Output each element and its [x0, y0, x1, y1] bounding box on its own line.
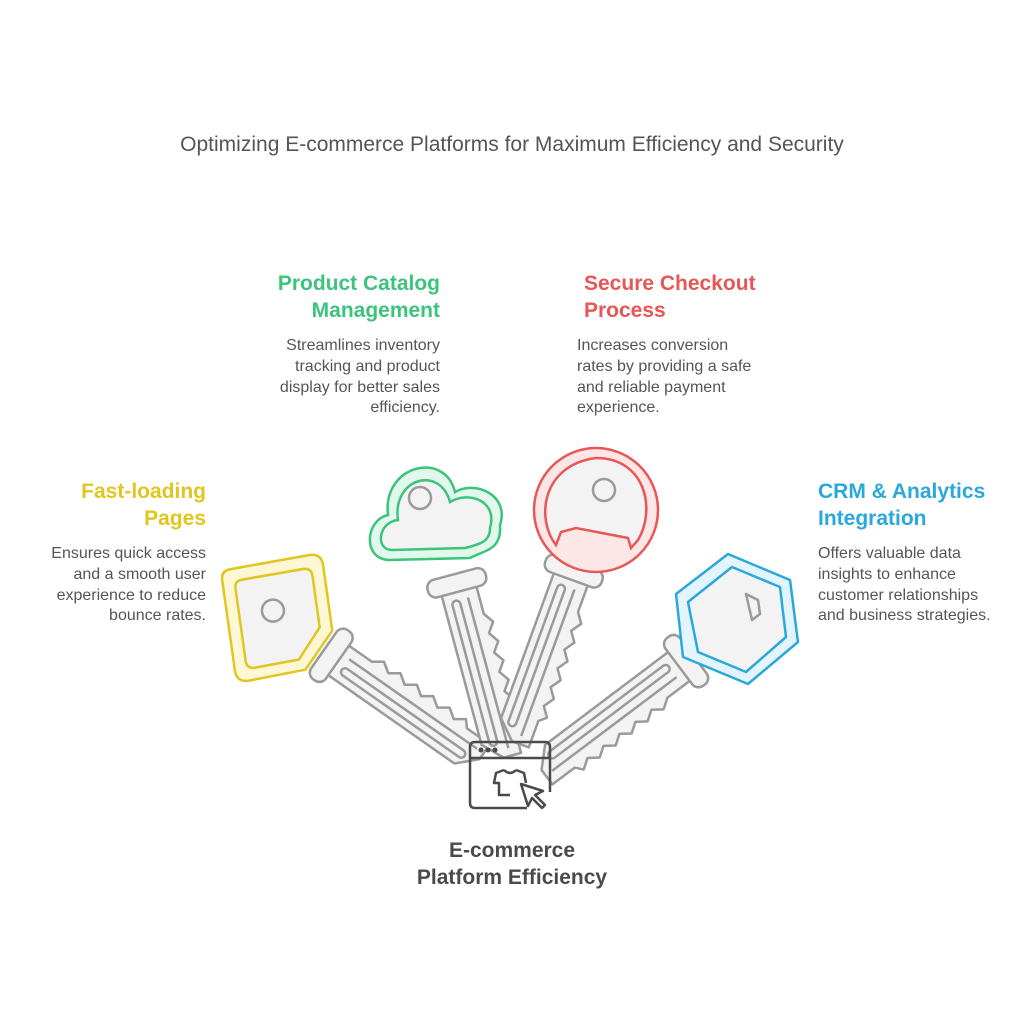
body-line: insights to enhance [818, 565, 956, 583]
body-line: Offers valuable data [818, 545, 961, 562]
center-label-line: Platform Efficiency [416, 866, 608, 889]
item-heading: Product Catalog Management [200, 270, 440, 324]
body-line: bounce rates. [109, 607, 206, 625]
body-line: and a smooth user [73, 565, 206, 583]
center-label-line: E-commerce [448, 839, 576, 862]
body-line: tracking and product [295, 357, 440, 375]
body-line: rates by providing a safe [577, 357, 752, 375]
item-description: Streamlines inventory tracking and produ… [200, 336, 440, 419]
body-line: experience to reduce [56, 586, 206, 604]
key-crm-analytics [522, 552, 800, 796]
body-line: display for better sales [279, 378, 440, 396]
center-label: E-commerce Platform Efficiency [312, 837, 712, 891]
heading-line: Integration [818, 507, 927, 530]
browser-shirt-cursor-icon [468, 740, 552, 810]
key-product-catalog [368, 466, 534, 767]
key-fast-loading [220, 553, 498, 785]
item-description: Ensures quick access and a smooth user e… [0, 544, 206, 627]
heading-line: Product Catalog [277, 272, 440, 295]
item-heading: Fast-loading Pages [0, 478, 206, 532]
body-line: Increases conversion [577, 337, 729, 354]
item-heading: Secure Checkout Process [584, 270, 824, 324]
heading-line: Process [584, 299, 666, 322]
item-secure-checkout: Secure Checkout Process Increases conver… [577, 270, 824, 419]
heading-line: Fast-loading [81, 480, 206, 503]
heading-line: CRM & Analytics [818, 480, 986, 503]
item-heading: CRM & Analytics Integration [818, 478, 1024, 532]
item-fast-loading: Fast-loading Pages Ensures quick access … [0, 478, 206, 627]
heading-line: Secure Checkout [584, 272, 756, 295]
body-line: experience. [577, 399, 660, 417]
heading-line: Pages [144, 507, 206, 530]
heading-line: Management [311, 299, 440, 322]
body-line: Streamlines inventory [286, 337, 440, 354]
item-product-catalog: Product Catalog Management Streamlines i… [200, 270, 440, 419]
body-line: efficiency. [370, 399, 440, 417]
body-line: and reliable payment [577, 378, 726, 396]
key-secure-checkout [482, 446, 660, 753]
item-crm-analytics: CRM & Analytics Integration Offers valua… [818, 478, 1024, 627]
body-line: customer relationships [818, 586, 979, 604]
diagram-title: Optimizing E-commerce Platforms for Maxi… [180, 133, 844, 156]
item-description: Increases conversion rates by providing … [577, 336, 824, 419]
body-line: and business strategies. [818, 607, 991, 625]
body-line: Ensures quick access [51, 545, 206, 562]
item-description: Offers valuable data insights to enhance… [818, 544, 1024, 627]
